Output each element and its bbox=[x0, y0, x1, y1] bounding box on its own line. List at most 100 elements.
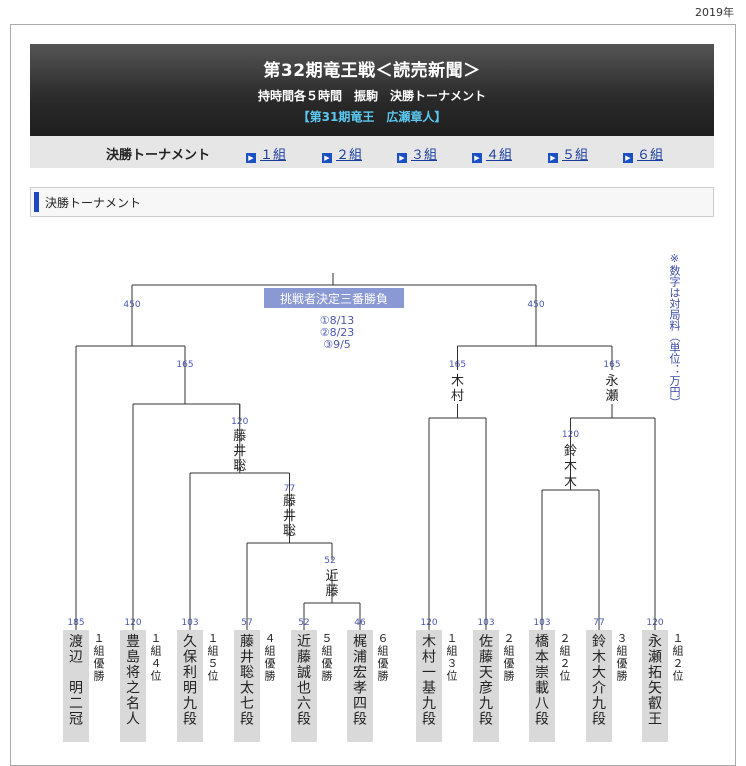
svg-text:木: 木 bbox=[592, 650, 606, 666]
svg-text:村: 村 bbox=[451, 389, 464, 404]
svg-text:豊: 豊 bbox=[126, 634, 140, 650]
winner-name: 木村 bbox=[451, 374, 464, 404]
player-name-box bbox=[529, 630, 555, 742]
svg-text:島: 島 bbox=[126, 650, 140, 666]
svg-text:木: 木 bbox=[564, 459, 577, 474]
svg-text:勝: 勝 bbox=[322, 669, 333, 683]
nav-link-group5[interactable]: ▶５組 bbox=[548, 144, 588, 163]
svg-text:位: 位 bbox=[151, 669, 162, 683]
player-name-box bbox=[120, 630, 146, 742]
svg-text:佐: 佐 bbox=[479, 634, 493, 650]
svg-text:人: 人 bbox=[126, 712, 140, 728]
section-heading: 決勝トーナメント bbox=[30, 187, 714, 217]
svg-text:鈴: 鈴 bbox=[592, 634, 606, 650]
final-label-box bbox=[264, 288, 404, 308]
svg-text:九: 九 bbox=[183, 696, 197, 712]
svg-text:鈴: 鈴 bbox=[564, 444, 577, 459]
player-name-box bbox=[416, 630, 442, 742]
player-name-box bbox=[642, 630, 668, 742]
svg-text:四: 四 bbox=[353, 696, 367, 712]
svg-text:段: 段 bbox=[535, 712, 549, 728]
winner-name: 近藤 bbox=[325, 569, 338, 599]
svg-text:段: 段 bbox=[353, 712, 367, 728]
svg-text:太: 太 bbox=[240, 681, 254, 697]
game-date-label: ③9/5 bbox=[323, 338, 351, 351]
svg-text:拓: 拓 bbox=[648, 665, 662, 681]
svg-text:段: 段 bbox=[297, 712, 311, 728]
svg-text:矢: 矢 bbox=[648, 681, 662, 697]
svg-text:位: 位 bbox=[208, 669, 219, 683]
svg-text:将: 将 bbox=[126, 665, 140, 681]
svg-text:本: 本 bbox=[535, 650, 549, 666]
nav-link-group6[interactable]: ▶６組 bbox=[623, 144, 663, 163]
svg-text:２: ２ bbox=[504, 632, 515, 645]
svg-text:段: 段 bbox=[240, 712, 254, 728]
svg-text:也: 也 bbox=[297, 681, 311, 697]
svg-text:藤: 藤 bbox=[233, 429, 246, 444]
nav-link-group4[interactable]: ▶４組 bbox=[472, 144, 512, 163]
svg-text:藤: 藤 bbox=[240, 634, 254, 650]
svg-text:組: 組 bbox=[673, 645, 684, 658]
svg-text:位: 位 bbox=[560, 669, 571, 683]
nav-link-group2[interactable]: ▶２組 bbox=[322, 144, 362, 163]
svg-text:永: 永 bbox=[605, 374, 618, 389]
svg-text:１: １ bbox=[447, 632, 458, 645]
svg-text:組: 組 bbox=[94, 645, 105, 658]
svg-text:組: 組 bbox=[322, 645, 333, 658]
svg-text:誠: 誠 bbox=[297, 665, 311, 681]
arrow-right-icon: ▶ bbox=[623, 153, 633, 163]
arrow-right-icon: ▶ bbox=[246, 153, 256, 163]
svg-text:八: 八 bbox=[535, 696, 549, 712]
svg-text:九: 九 bbox=[592, 696, 606, 712]
svg-text:段: 段 bbox=[422, 712, 436, 728]
game-date-label: ①8/13 bbox=[320, 314, 355, 327]
svg-text:３: ３ bbox=[447, 657, 458, 670]
svg-text:叡: 叡 bbox=[648, 695, 662, 712]
svg-text:勝: 勝 bbox=[265, 669, 276, 683]
svg-text:名: 名 bbox=[126, 696, 140, 712]
svg-text:一: 一 bbox=[422, 665, 436, 681]
svg-text:５: ５ bbox=[322, 632, 333, 645]
svg-text:之: 之 bbox=[126, 681, 140, 697]
svg-text:３: ３ bbox=[617, 632, 628, 645]
svg-text:位: 位 bbox=[673, 669, 684, 683]
winner-name: 藤井聡 bbox=[233, 429, 246, 474]
nav-link-group1[interactable]: ▶１組 bbox=[246, 144, 286, 163]
svg-text:永: 永 bbox=[648, 634, 662, 650]
svg-text:崇: 崇 bbox=[535, 665, 549, 681]
svg-text:木: 木 bbox=[422, 634, 436, 650]
nav-link-group3[interactable]: ▶３組 bbox=[397, 144, 437, 163]
svg-text:天: 天 bbox=[479, 665, 493, 681]
arrow-right-icon: ▶ bbox=[322, 153, 332, 163]
svg-text:１: １ bbox=[673, 632, 684, 645]
nav-label: 決勝トーナメント bbox=[106, 148, 211, 163]
svg-text:村: 村 bbox=[422, 650, 436, 666]
svg-text:瀬: 瀬 bbox=[605, 389, 618, 404]
svg-text:明: 明 bbox=[183, 681, 197, 697]
svg-text:段: 段 bbox=[479, 712, 493, 728]
svg-text:久: 久 bbox=[183, 634, 197, 650]
svg-text:大: 大 bbox=[592, 665, 606, 681]
svg-text:保: 保 bbox=[183, 650, 197, 666]
svg-text:宏: 宏 bbox=[353, 665, 367, 681]
svg-text:２: ２ bbox=[560, 632, 571, 645]
svg-text:優: 優 bbox=[94, 657, 105, 670]
player-name-box bbox=[347, 630, 373, 742]
page-title: 第32期竜王戦＜読売新聞＞ bbox=[263, 61, 481, 81]
svg-text:井: 井 bbox=[240, 650, 254, 666]
svg-text:６: ６ bbox=[378, 632, 389, 645]
arrow-right-icon: ▶ bbox=[472, 153, 482, 163]
svg-text:優: 優 bbox=[322, 657, 333, 670]
svg-text:組: 組 bbox=[151, 645, 162, 658]
arrow-right-icon: ▶ bbox=[548, 153, 558, 163]
svg-text:優: 優 bbox=[617, 657, 628, 670]
svg-text:２: ２ bbox=[673, 657, 684, 670]
svg-text:２: ２ bbox=[560, 657, 571, 670]
svg-text:組: 組 bbox=[265, 645, 276, 658]
svg-text:勝: 勝 bbox=[617, 669, 628, 683]
